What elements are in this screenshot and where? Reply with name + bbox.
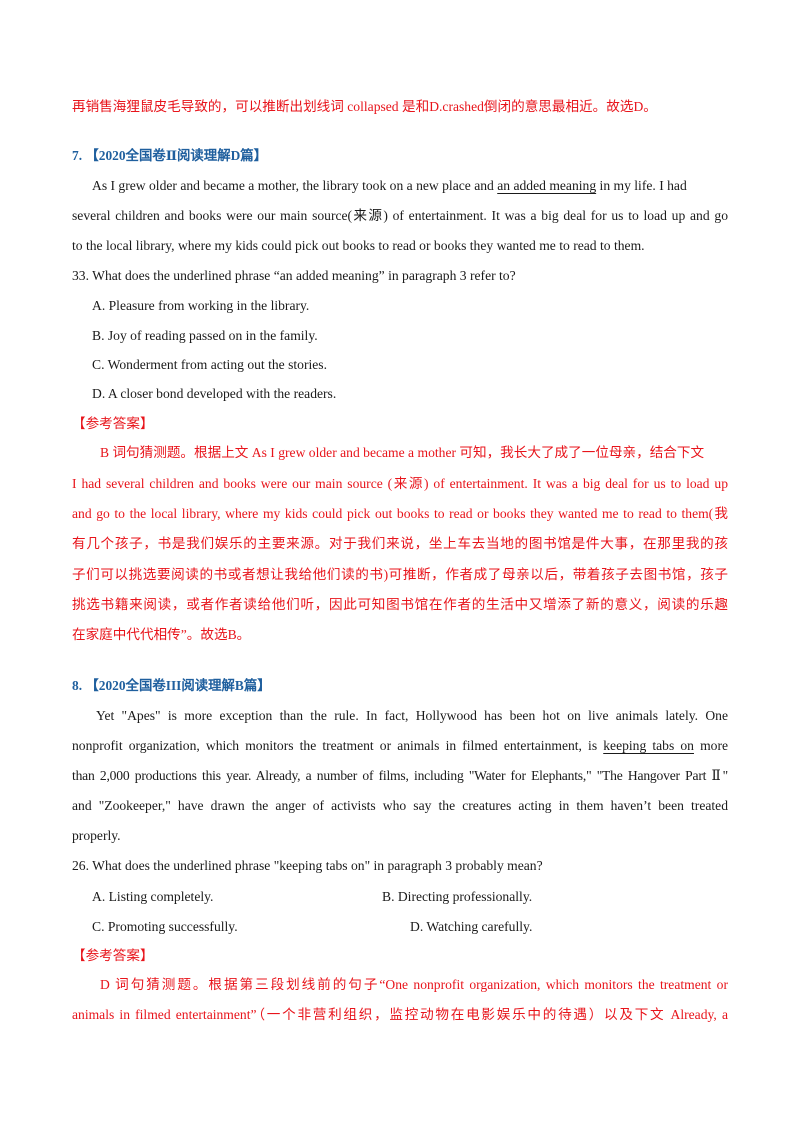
answer-7-line-7: 在家庭中代代相传”。故选B。 [72,627,251,642]
passage-7-line-1: As I grew older and became a mother, the… [72,176,728,196]
answer-7-line-1: B 词句猜测题。根据上文 As I grew older and became … [100,445,705,460]
answer-label: 【参考答案】 [72,416,154,431]
passage-text: more [693,738,728,753]
answer-label: 【参考答案】 [72,948,154,963]
option-a: A. Listing completely. [92,889,214,904]
passage-8-line-1: Yet "Apes" is more exception than the ru… [96,708,728,723]
question-26: 26. What does the underlined phrase "kee… [72,858,543,873]
option-a: A. Pleasure from working in the library. [92,298,310,313]
passage-8-line-3: than 2,000 productions this year. Alread… [72,768,728,783]
answer-7-line-5: 子们可以挑选要阅读的书或者想让我给他们读的书)可推断，作者成了母亲以后，带着孩子… [72,567,728,582]
answer-continuation: 再销售海狸鼠皮毛导致的，可以推断出划线词 collapsed 是和D.crash… [72,99,657,114]
passage-7-line-2: several children and books were our main… [72,208,728,223]
option-d: D. A closer bond developed with the read… [92,386,337,401]
question-8-heading: 8. 【2020全国卷III阅读理解B篇】 [72,678,271,693]
answer-7-line-2: I had several children and books were ou… [72,476,728,491]
underlined-phrase: an added meaning [497,178,597,193]
answer-7-line-4: 有几个孩子，书是我们娱乐的主要来源。对于我们来说，坐上车去当地的图书馆是件大事，… [72,536,728,551]
option-c: C. Wonderment from acting out the storie… [92,357,327,372]
answer-8-line-2: animals in filmed entertainment”（一个非营利组织… [72,1007,728,1022]
option-b: B. Directing professionally. [382,889,533,904]
passage-text: nonprofit organization, which monitors t… [72,738,604,753]
answer-7-line-6: 挑选书籍来阅读，或者作者读给他们听，因此可知图书馆在作者的生活中又增添了新的意义… [72,597,728,612]
passage-text: As I grew older and became a mother, the… [92,178,498,193]
answer-7-line-3: and go to the local library, where my ki… [72,506,728,521]
passage-8-line-2: nonprofit organization, which monitors t… [72,736,728,756]
answer-8-line-1: D 词句猜测题。根据第三段划线前的句子“One nonprofit organi… [100,977,728,992]
passage-8-line-4: and "Zookeeper," have drawn the anger of… [72,798,728,813]
option-b: B. Joy of reading passed on in the famil… [92,328,318,343]
option-c: C. Promoting successfully. [92,919,238,934]
question-7-heading: 7. 【2020全国卷Ⅱ阅读理解D篇】 [72,148,268,163]
passage-text: in my life. I had [596,178,687,193]
underlined-phrase: keeping tabs on [603,738,694,753]
passage-8-line-5: properly. [72,828,121,843]
option-d: D. Watching carefully. [410,919,533,934]
passage-7-line-3: to the local library, where my kids coul… [72,238,645,253]
question-33: 33. What does the underlined phrase “an … [72,268,516,283]
